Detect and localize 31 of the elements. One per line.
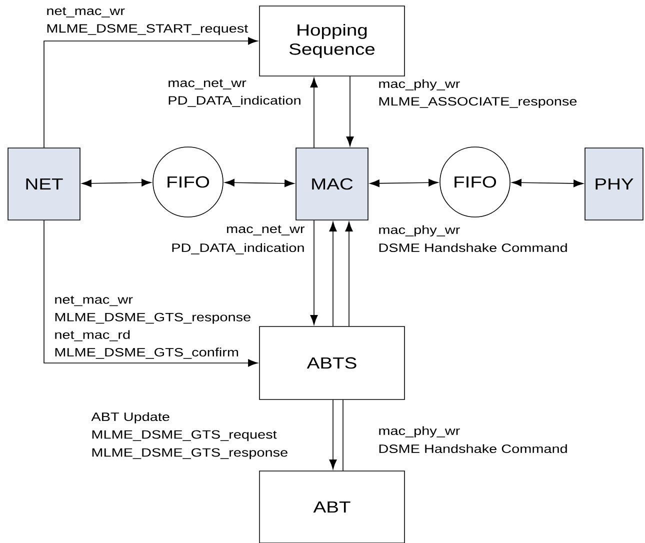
- signal-label: DSME Handshake Command: [379, 444, 567, 454]
- signal-label: DSME Handshake Command: [379, 243, 567, 252]
- arrow: [370, 178, 438, 188]
- edge-label: mac_net_wr PD_DATA_indication: [168, 79, 300, 107]
- arrow: [44, 220, 258, 367]
- process-box: ABTS: [259, 326, 405, 400]
- process-box: PHY: [584, 148, 644, 220]
- edge-label: net_mac_wr MLME_DSME_START_request: [47, 7, 248, 36]
- edge-label: mac_phy_wr MLME_ASSOCIATE_response: [379, 79, 577, 108]
- arrow: [329, 222, 337, 326]
- signal-label: MLME_DSME_GTS_response: [92, 448, 288, 460]
- process-box: NET: [8, 148, 80, 220]
- arrow: [82, 178, 152, 188]
- arrow: [224, 178, 294, 188]
- signal-label: ABT Update: [91, 412, 170, 424]
- process-box: ABT: [259, 470, 405, 543]
- arrow: [512, 178, 584, 188]
- arrow: [345, 222, 353, 326]
- signal-label: PD_DATA_indication: [172, 243, 304, 254]
- signal-label: MLME_DSME_GTS_request: [92, 430, 277, 442]
- arrow: [310, 78, 318, 148]
- arrow: [44, 37, 258, 148]
- arrow: [346, 76, 354, 146]
- arrow: [310, 220, 318, 325]
- process-box: Hopping Sequence: [259, 6, 405, 76]
- process-box: MAC: [296, 148, 368, 220]
- edge-label: net_mac_wr MLME_DSME_GTS_response net_mac_rd MLME_DSME_GTS_confirm: [55, 296, 250, 359]
- signal-label: mac_net_wr: [227, 225, 305, 236]
- arrow: [329, 400, 337, 470]
- signal-label: mac_phy_wr: [379, 225, 460, 236]
- signal-label: mac_phy_wr: [379, 426, 460, 438]
